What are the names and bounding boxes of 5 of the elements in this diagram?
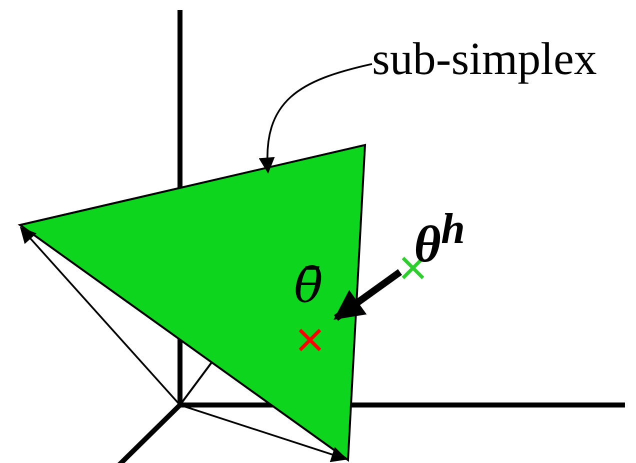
math-symbol: θ̄ xyxy=(294,257,323,316)
math-symbol: θ$^{h}$ xyxy=(414,204,466,276)
leader-line xyxy=(260,63,372,174)
annotation-label: sub-simplex xyxy=(372,30,630,88)
arrow xyxy=(334,269,402,321)
